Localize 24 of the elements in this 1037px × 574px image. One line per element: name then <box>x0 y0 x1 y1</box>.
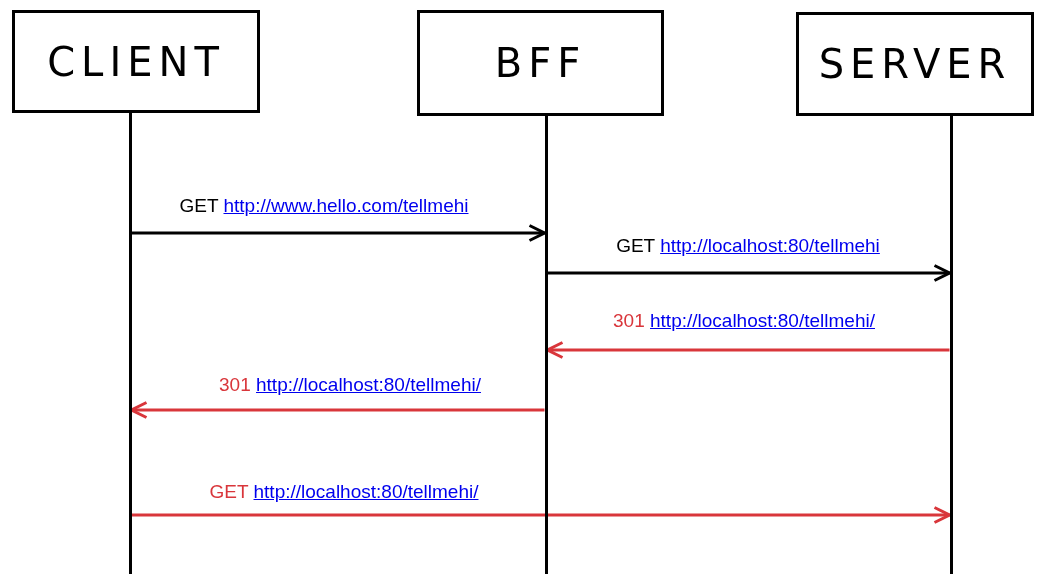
http-method: 301 <box>613 310 646 331</box>
http-method: GET <box>616 235 656 256</box>
http-method: 301 <box>219 374 252 395</box>
url-link: http://localhost:80/tellmehi/ <box>256 374 481 395</box>
url-link: http://localhost:80/tellmehi/ <box>253 481 479 502</box>
participant-name: CLIENT <box>47 38 225 85</box>
url-link: http://localhost:80/tellmehi/ <box>650 310 875 331</box>
url-link: http://localhost:80/tellmehi <box>660 235 880 256</box>
participant-box <box>12 10 260 113</box>
participant-name: SERVER <box>818 41 1012 87</box>
message-arrow <box>130 401 545 419</box>
lifeline <box>544 116 548 574</box>
participant-name: BFF <box>494 40 587 86</box>
message-arrow <box>546 341 950 359</box>
http-method: GET <box>179 195 220 216</box>
participant-box <box>417 10 664 116</box>
http-method: GET <box>209 481 250 502</box>
message-arrow <box>131 224 546 242</box>
lifeline <box>128 113 132 574</box>
message-arrow <box>547 264 951 282</box>
participant-box <box>796 12 1034 116</box>
url-link: http://www.hello.com/tellmehi <box>223 195 469 216</box>
message-arrow <box>131 506 951 524</box>
lifeline <box>949 116 953 574</box>
